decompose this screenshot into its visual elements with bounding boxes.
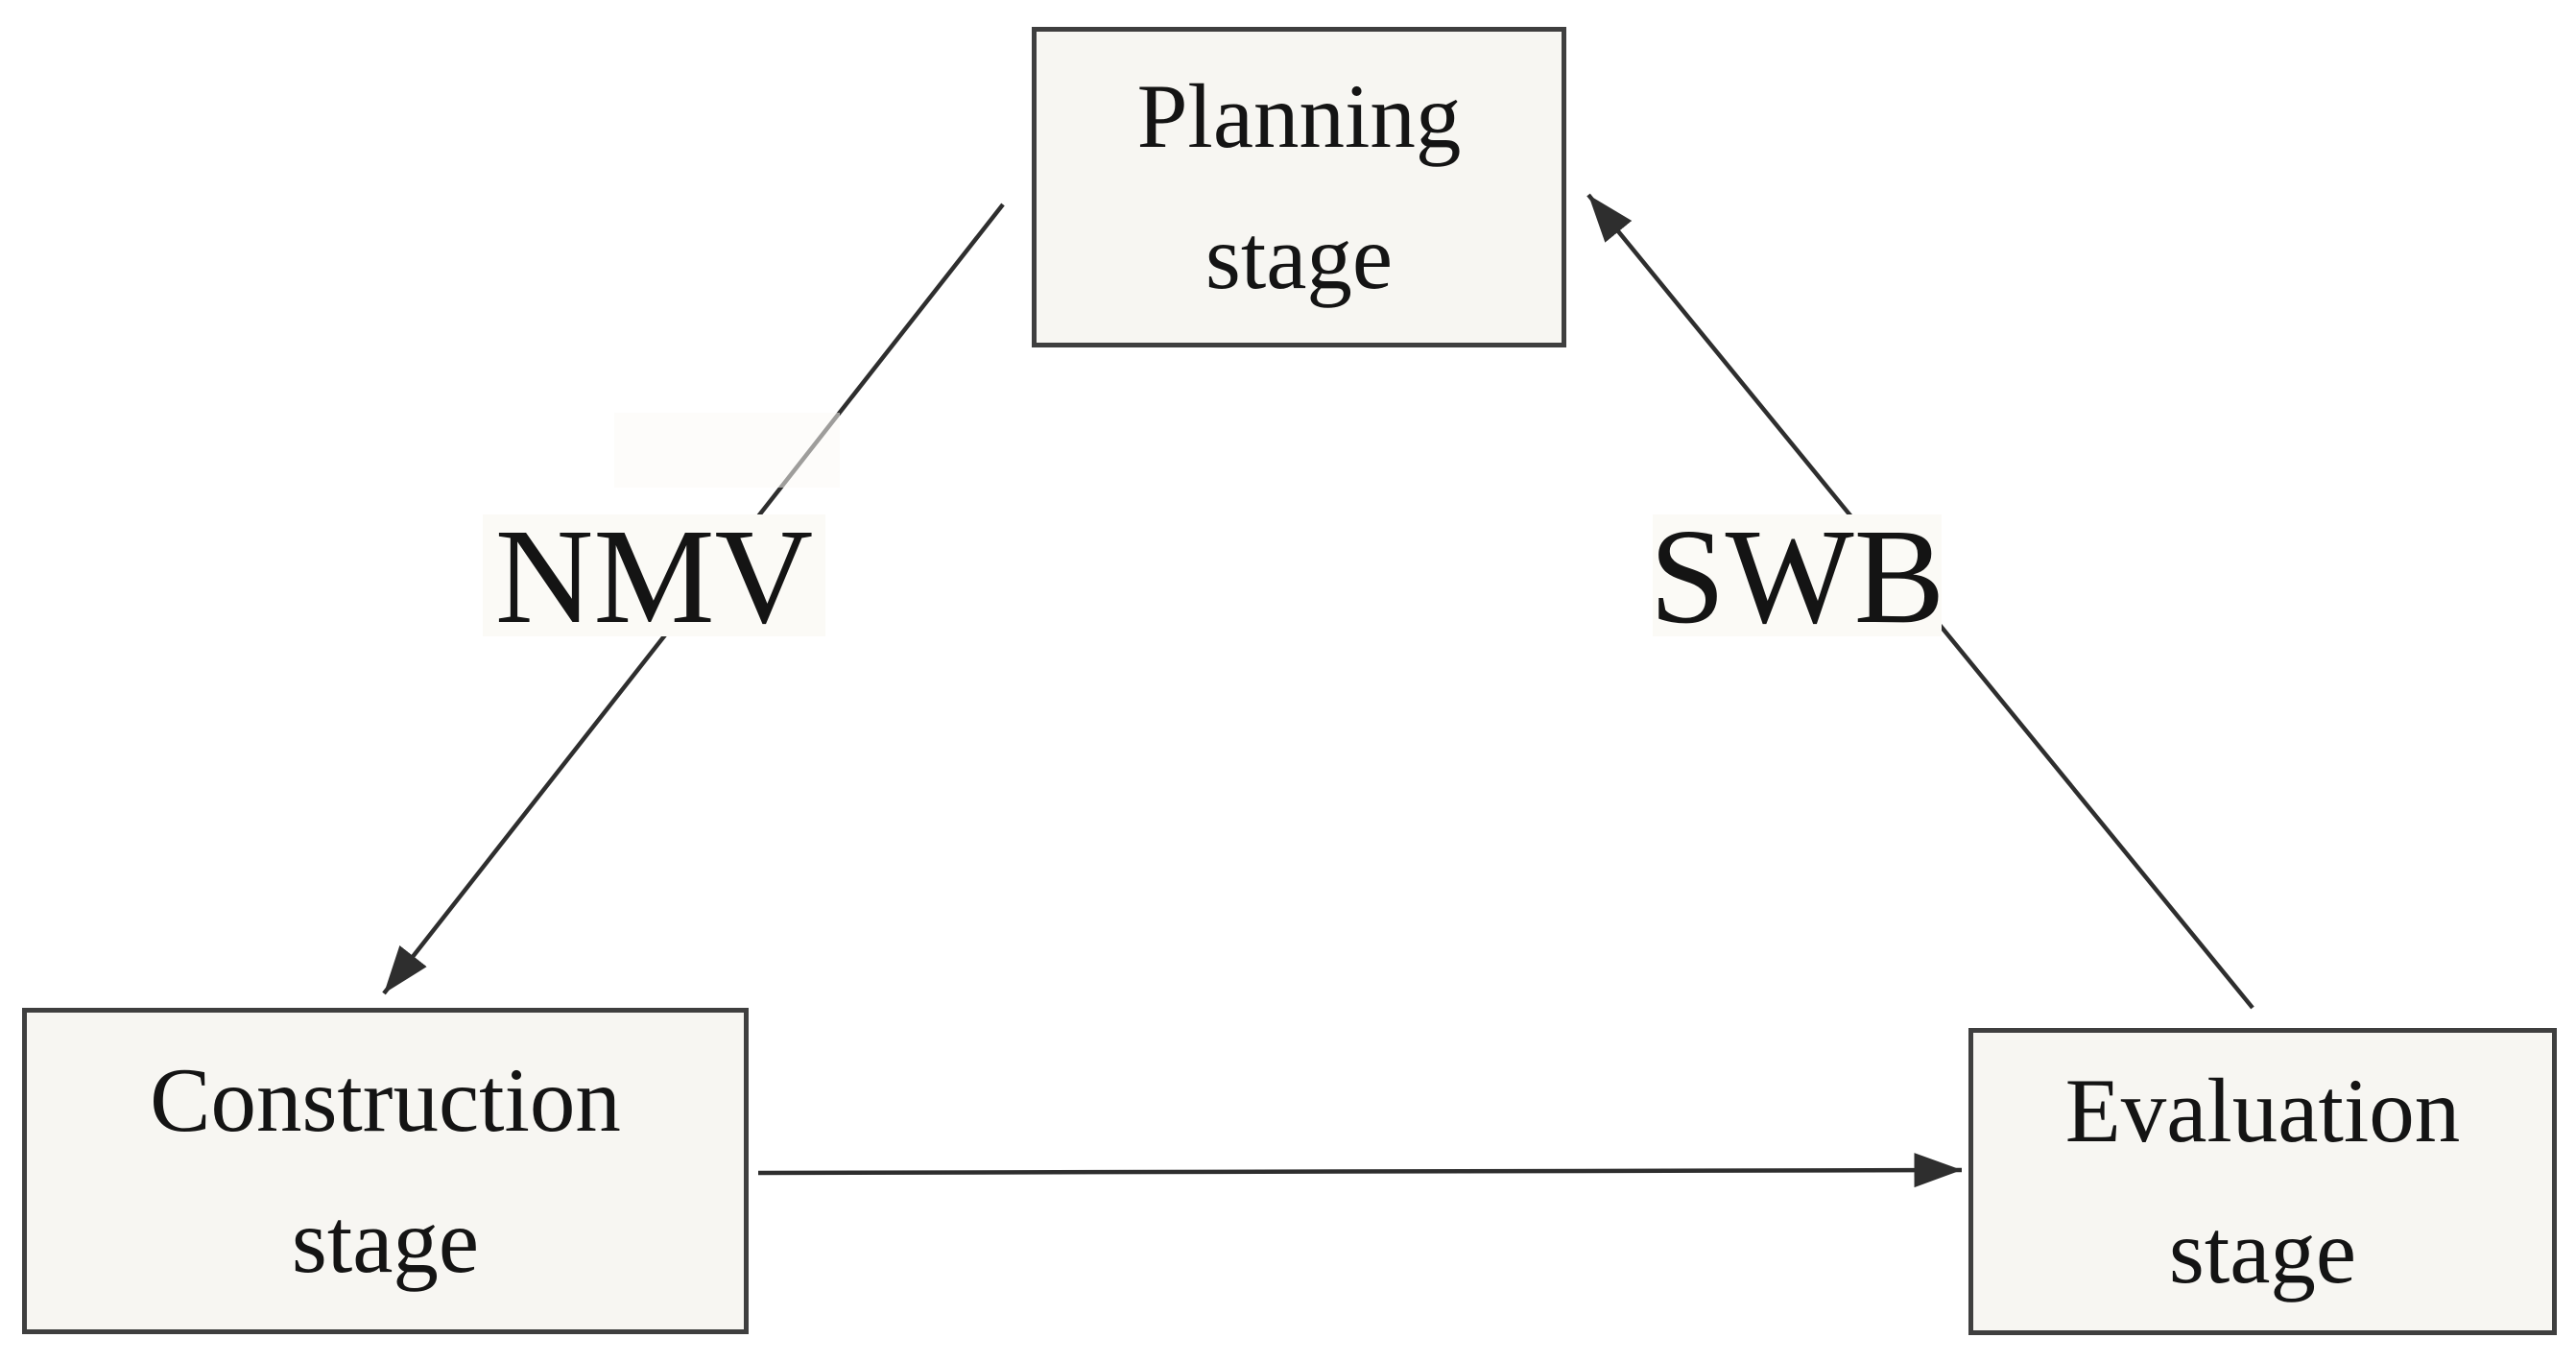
node-planning-stage: Planning stage <box>1032 27 1566 347</box>
node-planning-label-line1: Planning <box>1136 64 1462 167</box>
edge-label-swb: SWB <box>1649 499 1945 652</box>
node-evaluation-label-line1: Evaluation <box>2064 1059 2461 1161</box>
node-evaluation-stage: Evaluation stage <box>1968 1028 2557 1335</box>
node-construction-label-line1: Construction <box>150 1048 621 1151</box>
node-construction-stage: Construction stage <box>22 1008 749 1334</box>
edge-label-nmv: NMV <box>483 500 825 652</box>
node-planning-label-line2: stage <box>1205 206 1394 308</box>
faint-artifact-box <box>614 413 840 488</box>
node-evaluation-label-line2: stage <box>2168 1201 2357 1302</box>
construction-to-evaluation-arrow-line <box>757 1153 1963 1188</box>
node-construction-label-line2: stage <box>291 1190 480 1292</box>
